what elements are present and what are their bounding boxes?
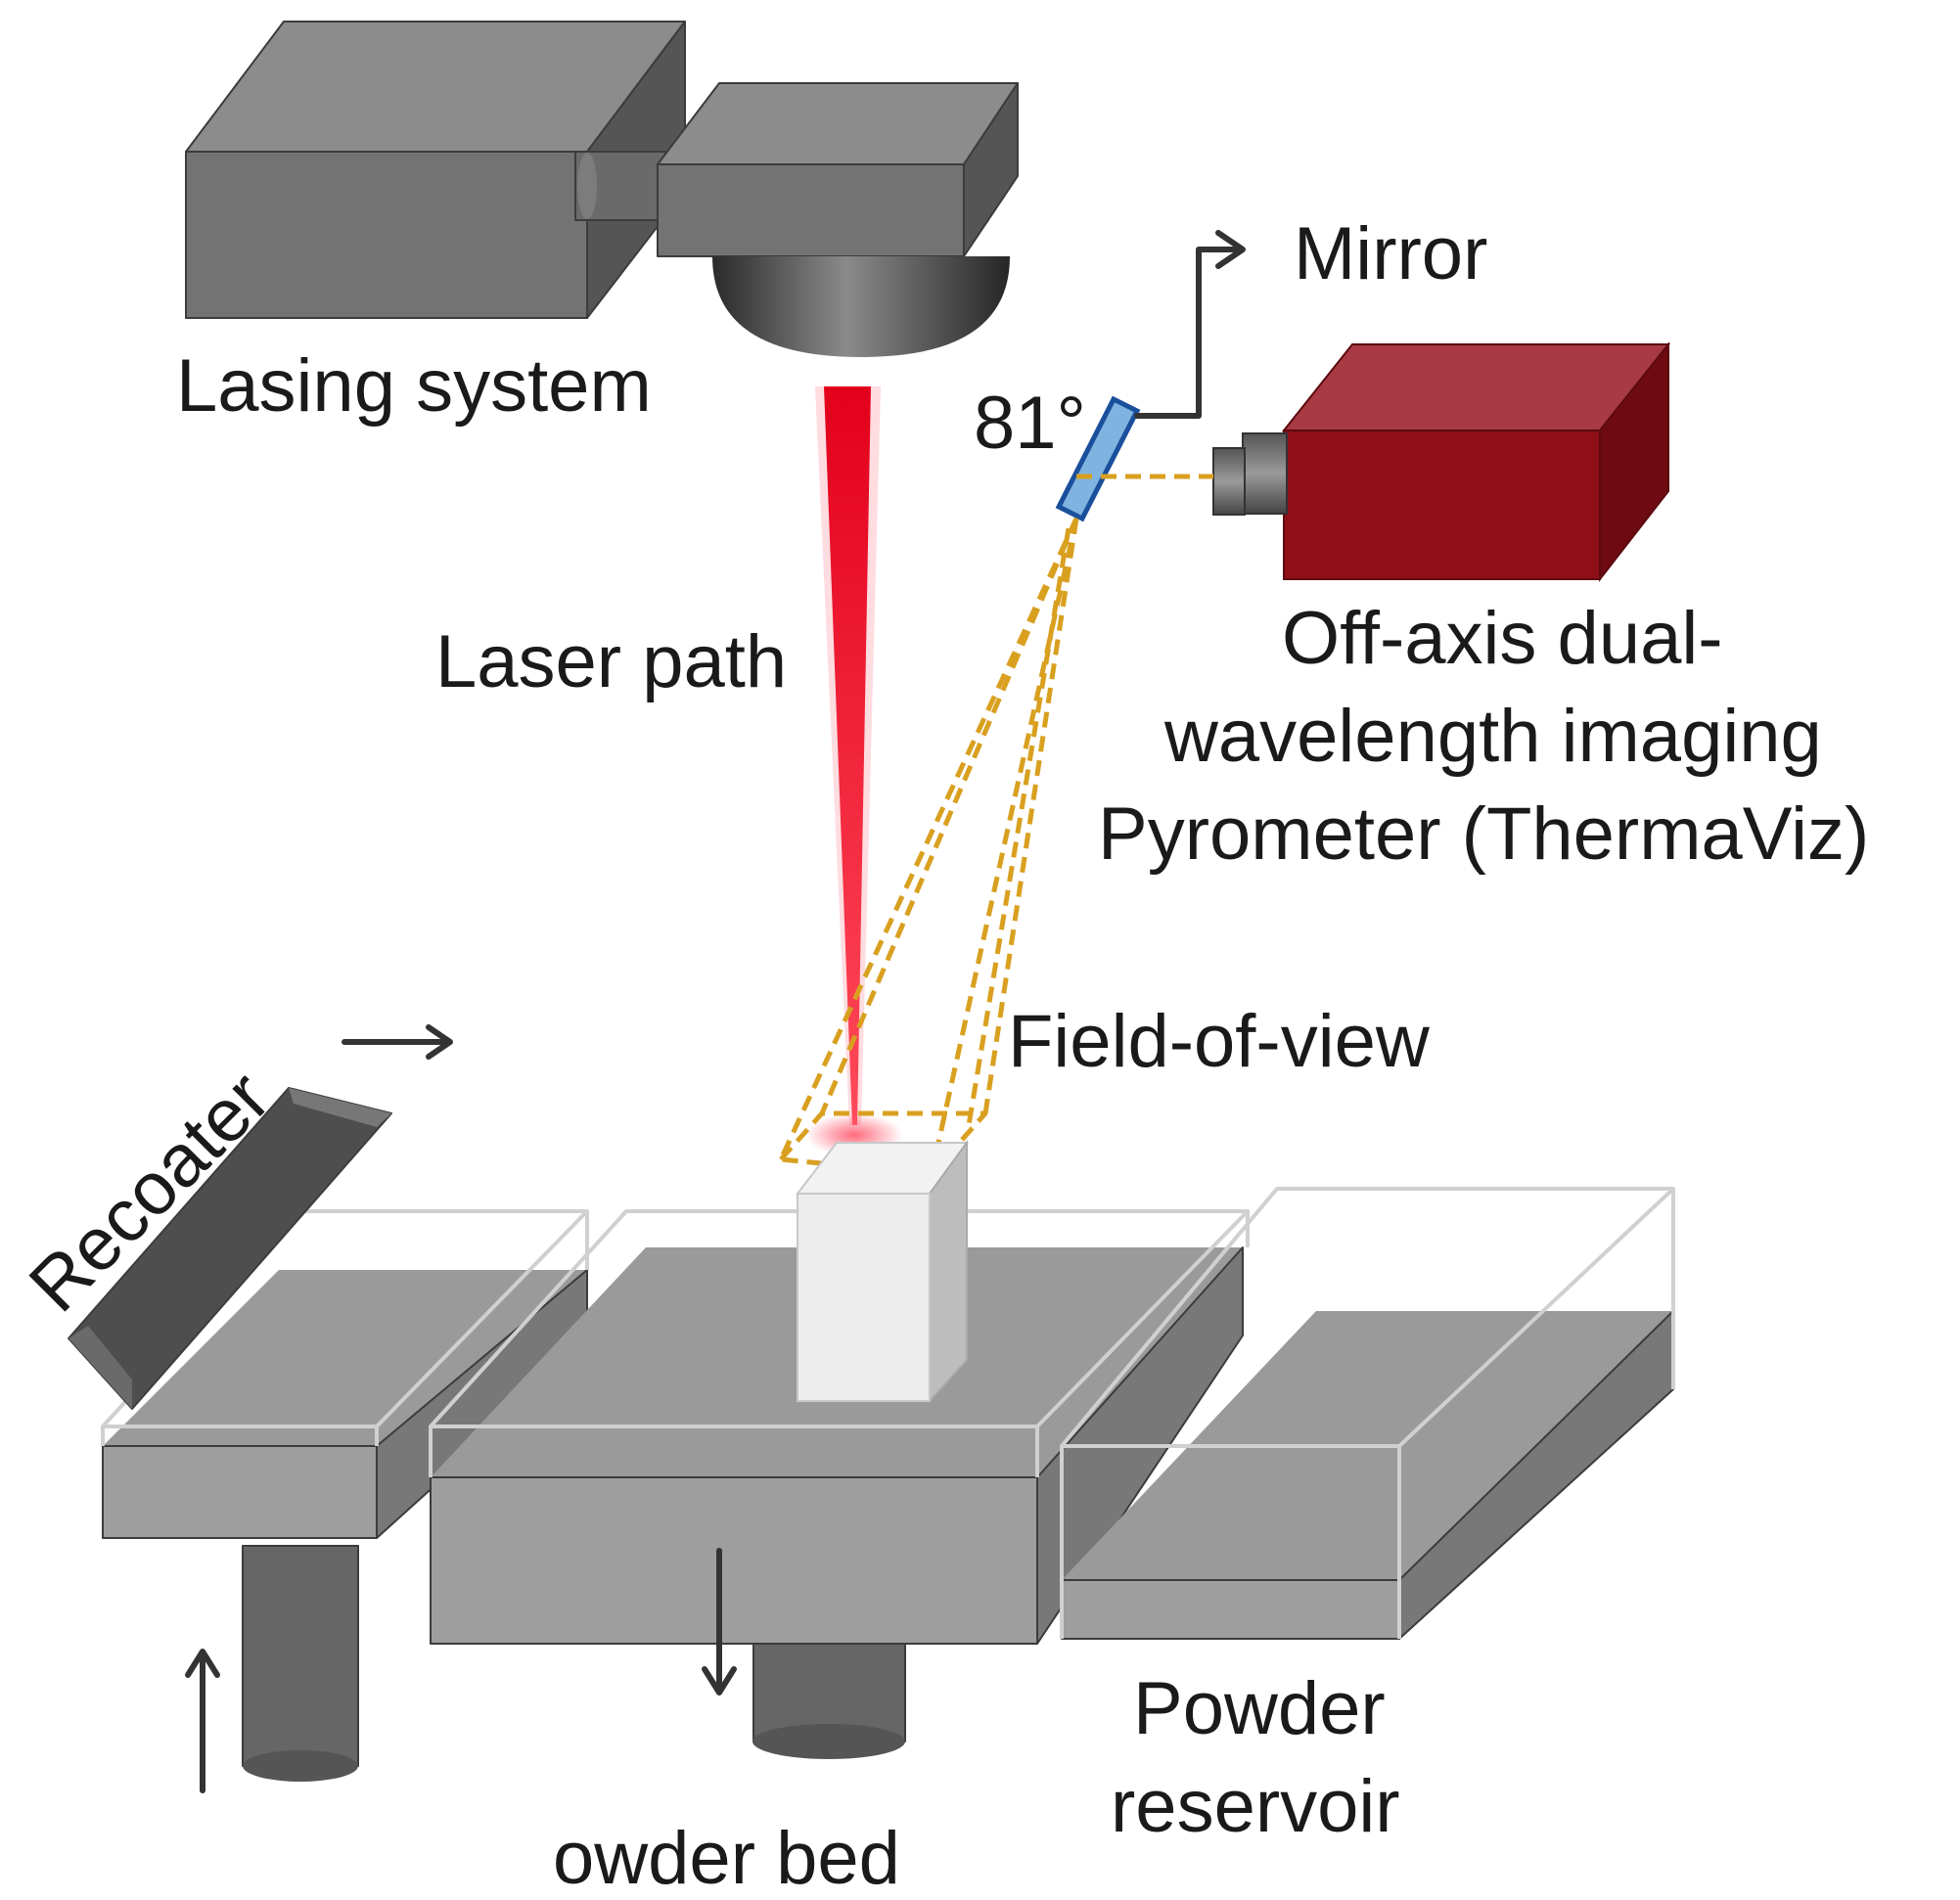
recoater-direction-arrow [342, 1024, 453, 1060]
mirror-label: Mirror [1294, 212, 1487, 295]
mirror [1055, 395, 1141, 522]
pyrometer-camera [1212, 341, 1671, 582]
recoater-blade [68, 1087, 392, 1410]
mirror-callout-arrow [1134, 230, 1246, 419]
laser-path-label: Laser path [435, 620, 787, 703]
lasing-system [185, 21, 1019, 357]
powder-bed-label: owder bed [553, 1817, 900, 1900]
bed-down-arrow [702, 1548, 737, 1696]
powder-reservoir [1060, 1187, 1675, 1640]
recoater-platform [101, 1209, 589, 1782]
built-part [795, 1139, 969, 1404]
field-of-view-lines [778, 474, 1213, 1177]
angle-label: 81° [974, 382, 1086, 465]
pyrometer-label-line2: wavelength imaging [1163, 695, 1822, 778]
field-of-view-label: Field-of-view [1008, 1000, 1431, 1083]
pyrometer-label-line3: Pyrometer (ThermaViz) [1098, 792, 1869, 876]
lasing-system-label: Lasing system [176, 344, 652, 428]
pyrometer-label-line1: Off-axis dual- [1282, 597, 1723, 680]
powder-reservoir-label-line2: reservoir [1111, 1765, 1400, 1848]
laser-beam [805, 386, 903, 1156]
powder-reservoir-label-line1: Powder [1133, 1667, 1386, 1750]
platform-up-arrow [185, 1649, 220, 1793]
